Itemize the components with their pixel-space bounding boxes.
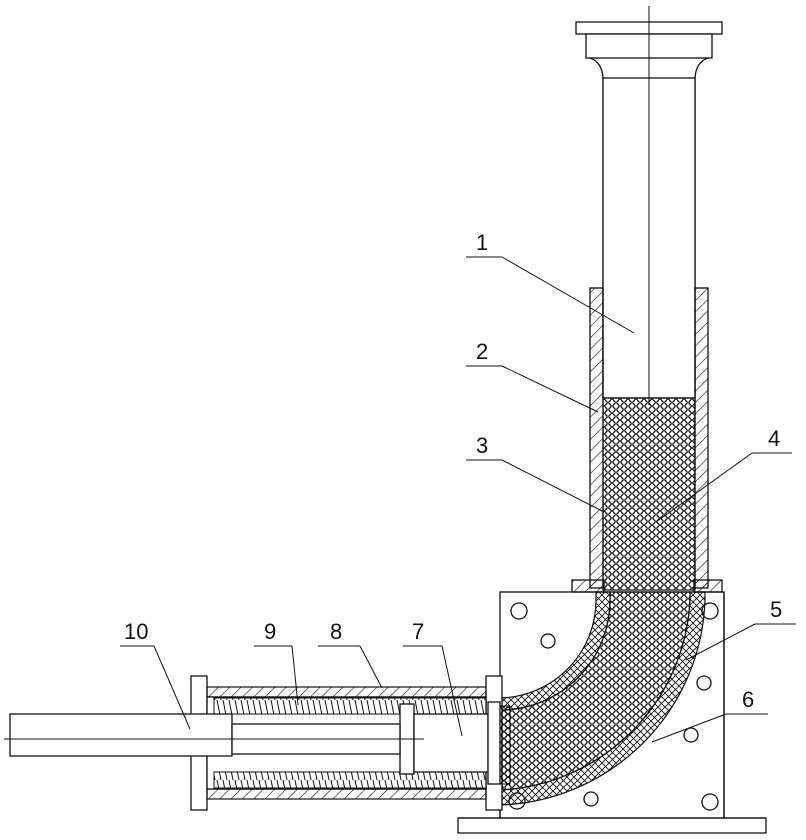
label-10: 10 [124,619,148,644]
label-7: 7 [412,619,424,644]
label-8: 8 [330,619,342,644]
label-5: 5 [770,597,782,622]
label-2: 2 [476,339,488,364]
label-4: 4 [768,426,780,451]
label-1: 1 [476,230,488,255]
label-6: 6 [742,687,754,712]
granular-fill-vertical [603,398,695,590]
piston [400,702,510,784]
label-9: 9 [264,619,276,644]
label-3: 3 [476,433,488,458]
